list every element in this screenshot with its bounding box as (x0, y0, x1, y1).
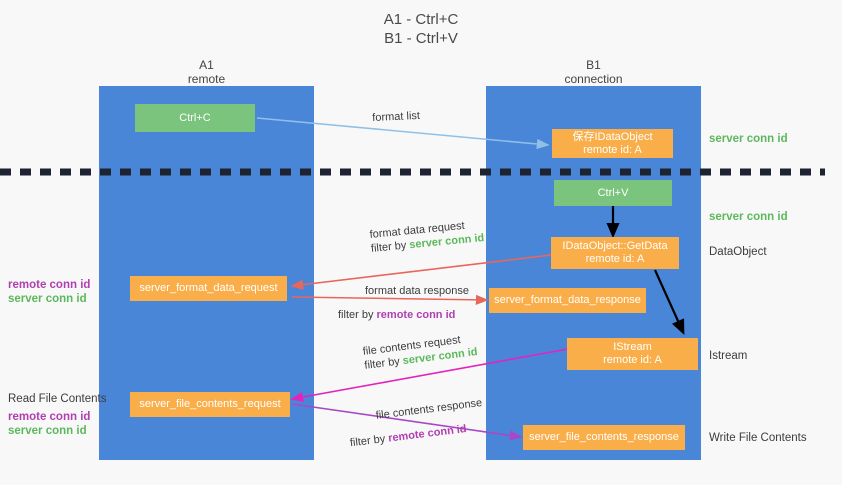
column-b1-sub: connection (564, 72, 623, 86)
box-ctrl-c-line1: Ctrl+C (179, 111, 211, 124)
arrow-getdata-to-istream (653, 269, 685, 336)
caption-format-list-text: format list (372, 109, 421, 124)
column-a1-sub: remote (187, 72, 226, 86)
label-right-server-conn-id-1: server conn id (709, 133, 788, 145)
column-a1-name: A1 (199, 58, 214, 72)
box-server-format-data-response[interactable]: server_format_data_response (489, 288, 646, 313)
label-left-read-file-contents: Read File Contents (8, 393, 107, 405)
label-left-server-conn-id-1: server conn id (8, 293, 87, 305)
title-line-2: B1 - Ctrl+V (384, 30, 458, 47)
caption-format-data-response-line2: filter by remote conn id (338, 308, 469, 322)
column-header-a1: A1 remote (99, 58, 314, 86)
label-left-server-conn-id-2: server conn id (8, 425, 87, 437)
page-title: A1 - Ctrl+C B1 - Ctrl+V (0, 10, 842, 48)
box-idataobject-getdata[interactable]: IDataObject::GetData remote id: A (551, 237, 679, 269)
box-server-file-contents-request[interactable]: server_file_contents_request (130, 392, 290, 417)
arrow-format-data-response (291, 294, 489, 305)
arrow-file-contents-request (290, 348, 569, 403)
box-server-format-data-response-label: server_format_data_response (494, 294, 641, 306)
box-store-idataobject[interactable]: 保存IDataObject remote id: A (552, 129, 673, 158)
caption-format-data-response-line1: format data response (365, 285, 469, 297)
caption-format-data-response: format data response filter by remote co… (338, 284, 469, 322)
label-right-istream: Istream (709, 350, 748, 362)
column-b1-name: B1 (586, 58, 601, 72)
box-ctrl-v-line1: Ctrl+V (597, 186, 629, 199)
arrow-format-list (256, 117, 550, 150)
label-right-dataobject: DataObject (709, 246, 767, 258)
caption-fdresp-prefix: filter by (338, 309, 377, 321)
label-right-write-file-contents: Write File Contents (709, 432, 807, 444)
box-store-idataobject-line1: 保存IDataObject (572, 130, 653, 143)
box-server-file-contents-response[interactable]: server_file_contents_response (523, 425, 685, 450)
box-istream-line1: IStream (613, 341, 652, 353)
box-istream[interactable]: IStream remote id: A (567, 338, 698, 370)
box-istream-line2: remote id: A (603, 354, 662, 366)
caption-fdreq-prefix: filter by (370, 239, 410, 255)
box-ctrl-v[interactable]: Ctrl+V (554, 180, 672, 206)
box-idataobject-getdata-line1: IDataObject::GetData (562, 240, 668, 252)
title-line-1: A1 - Ctrl+C (383, 11, 459, 28)
box-ctrl-c[interactable]: Ctrl+C (135, 104, 255, 132)
label-right-server-conn-id-2: server conn id (709, 211, 788, 223)
caption-fdresp-key: remote conn id (376, 309, 456, 321)
box-server-file-contents-request-label: server_file_contents_request (139, 398, 281, 410)
label-left-remote-conn-id-2: remote conn id (8, 411, 91, 423)
label-left-remote-conn-id-1: remote conn id (8, 279, 91, 291)
box-server-file-contents-response-label: server_file_contents_response (529, 431, 679, 443)
box-server-format-data-request[interactable]: server_format_data_request (130, 276, 287, 301)
box-idataobject-getdata-line2: remote id: A (585, 253, 645, 265)
arrow-format-data-request (290, 254, 552, 290)
arrow-file-contents-response (291, 403, 523, 441)
box-server-format-data-request-label: server_format_data_request (139, 282, 278, 294)
caption-format-list: format list (372, 109, 420, 125)
box-store-idataobject-line2: remote id: A (583, 143, 642, 156)
column-header-b1: B1 connection (486, 58, 701, 86)
